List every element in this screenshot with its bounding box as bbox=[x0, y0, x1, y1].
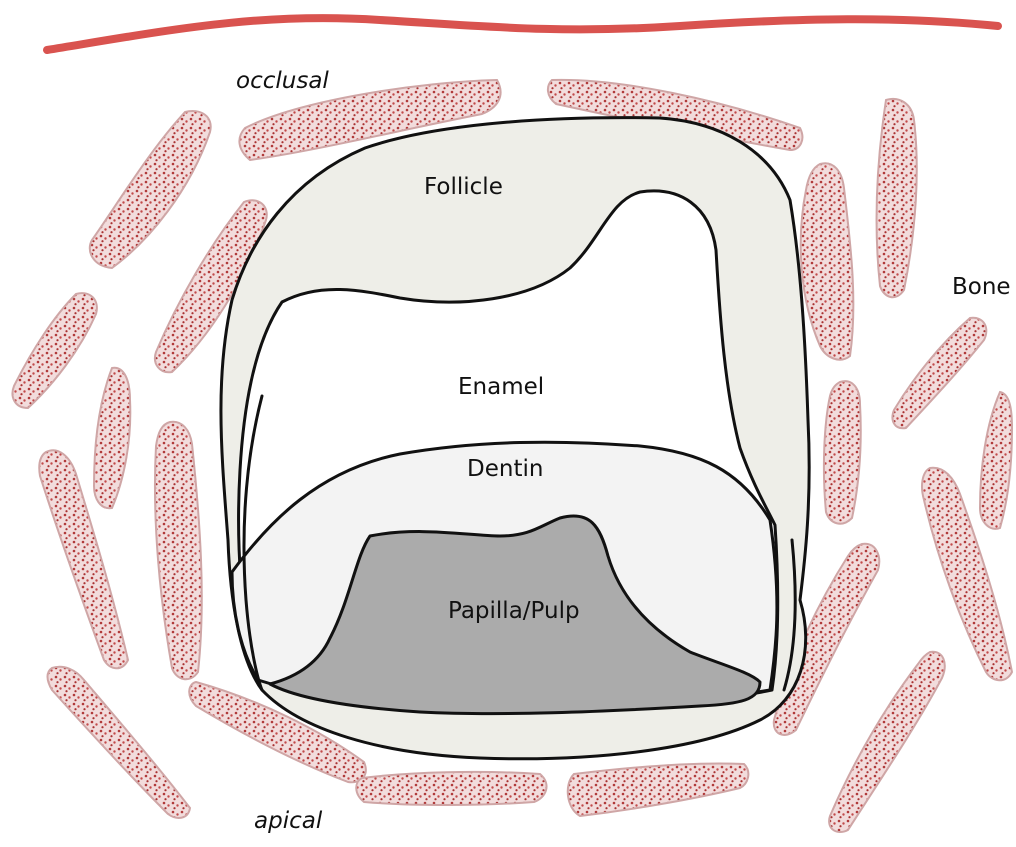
label-enamel: Enamel bbox=[458, 374, 544, 400]
bone-fragment bbox=[568, 763, 749, 816]
bone-fragment bbox=[155, 422, 202, 680]
label-follicle: Follicle bbox=[424, 174, 503, 200]
bone-fragment bbox=[980, 392, 1012, 529]
bone-fragment bbox=[801, 163, 854, 359]
label-apical: apical bbox=[254, 808, 323, 834]
label-dentin: Dentin bbox=[467, 456, 543, 482]
label-bone: Bone bbox=[952, 274, 1011, 300]
label-pulp: Papilla/Pulp bbox=[448, 598, 580, 624]
label-occlusal: occlusal bbox=[236, 68, 329, 94]
bone-fragment bbox=[824, 381, 861, 524]
bone-fragment bbox=[48, 667, 191, 818]
bone-fragment bbox=[13, 293, 97, 408]
bone-fragment bbox=[829, 652, 945, 832]
bone-fragment bbox=[877, 99, 917, 297]
bone-fragment bbox=[356, 772, 546, 805]
bone-fragment bbox=[893, 318, 987, 428]
bone-fragment bbox=[94, 368, 130, 508]
gingiva-line bbox=[47, 18, 998, 50]
bone-fragment bbox=[90, 111, 211, 268]
